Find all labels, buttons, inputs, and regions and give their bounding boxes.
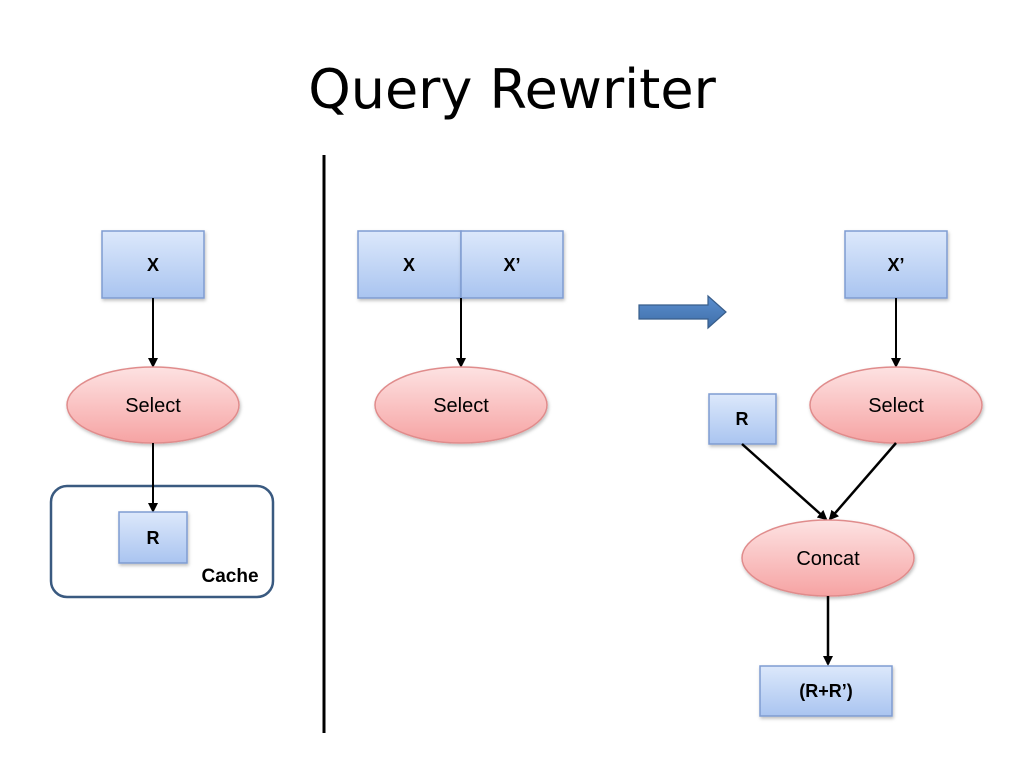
left-select-node: Select (66, 366, 240, 444)
right-cached-box: R (708, 393, 777, 445)
left-select-label: Select (125, 395, 181, 417)
right-edge-cached-concat (741, 443, 828, 521)
right-input-box: X’ (844, 230, 948, 299)
middle-plan: X X’ Select (357, 230, 564, 444)
middle-select-node: Select (374, 366, 548, 444)
middle-input-box-b: X’ (460, 230, 564, 299)
left-result-box: R (118, 511, 188, 564)
right-output-box: (R+R’) (759, 665, 893, 717)
right-select-label: Select (868, 395, 924, 417)
right-input-label: X’ (887, 255, 904, 275)
left-input-box: X (101, 230, 205, 299)
right-edge-select-concat (828, 442, 897, 521)
cache-container (49, 484, 275, 599)
right-cached-label: R (736, 409, 749, 429)
slide-title: Query Rewriter (308, 58, 716, 121)
right-concat-node: Concat (741, 519, 915, 597)
middle-input-box-a: X (357, 230, 462, 299)
right-plan: X’ Select R Concat (R+R’) (708, 230, 983, 717)
right-concat-label: Concat (796, 548, 860, 570)
right-select-node: Select (809, 366, 983, 444)
middle-input-a-label: X (403, 255, 415, 275)
middle-input-b-label: X’ (503, 255, 520, 275)
left-plan: Cache X Select R (49, 230, 275, 599)
cache-label: Cache (201, 566, 258, 587)
left-result-label: R (147, 528, 160, 548)
rewrite-arrow-icon (638, 294, 727, 330)
left-input-label: X (147, 255, 159, 275)
middle-select-label: Select (433, 395, 489, 417)
right-output-label: (R+R’) (799, 681, 853, 701)
